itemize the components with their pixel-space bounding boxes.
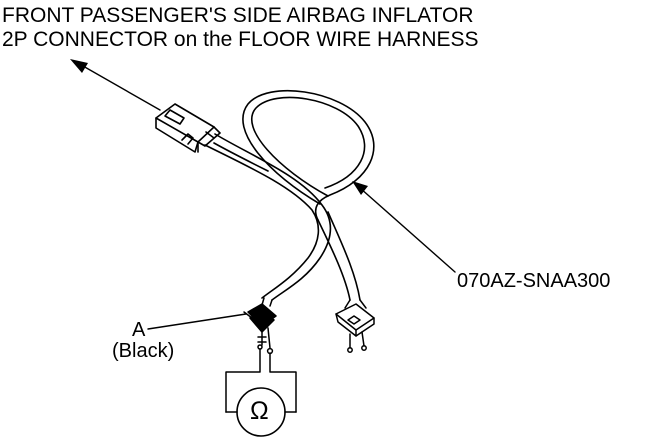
- callout-a-letter: A: [132, 319, 146, 341]
- 2p-connector-illustration: [155, 103, 221, 153]
- callout-a-description: (Black): [112, 340, 175, 362]
- title-line-2: 2P CONNECTOR on the FLOOR WIRE HARNESS: [2, 28, 479, 51]
- harness-loop: [242, 89, 375, 301]
- ohm-symbol: Ω: [250, 397, 269, 425]
- title-line-1: FRONT PASSENGER'S SIDE AIRBAG INFLATOR: [2, 4, 474, 27]
- connector-a-black: [243, 297, 277, 355]
- title-leader-arrow: [70, 59, 161, 111]
- harness-cable: [204, 133, 332, 301]
- ohmmeter-icon: [225, 387, 297, 437]
- connector-b-white: [335, 299, 375, 353]
- tool-number-label: 070AZ-SNAA300: [457, 270, 611, 292]
- ohmmeter-leads: [225, 348, 297, 413]
- tool-leader-arrow: [352, 181, 456, 273]
- callout-a-leader: [147, 313, 247, 330]
